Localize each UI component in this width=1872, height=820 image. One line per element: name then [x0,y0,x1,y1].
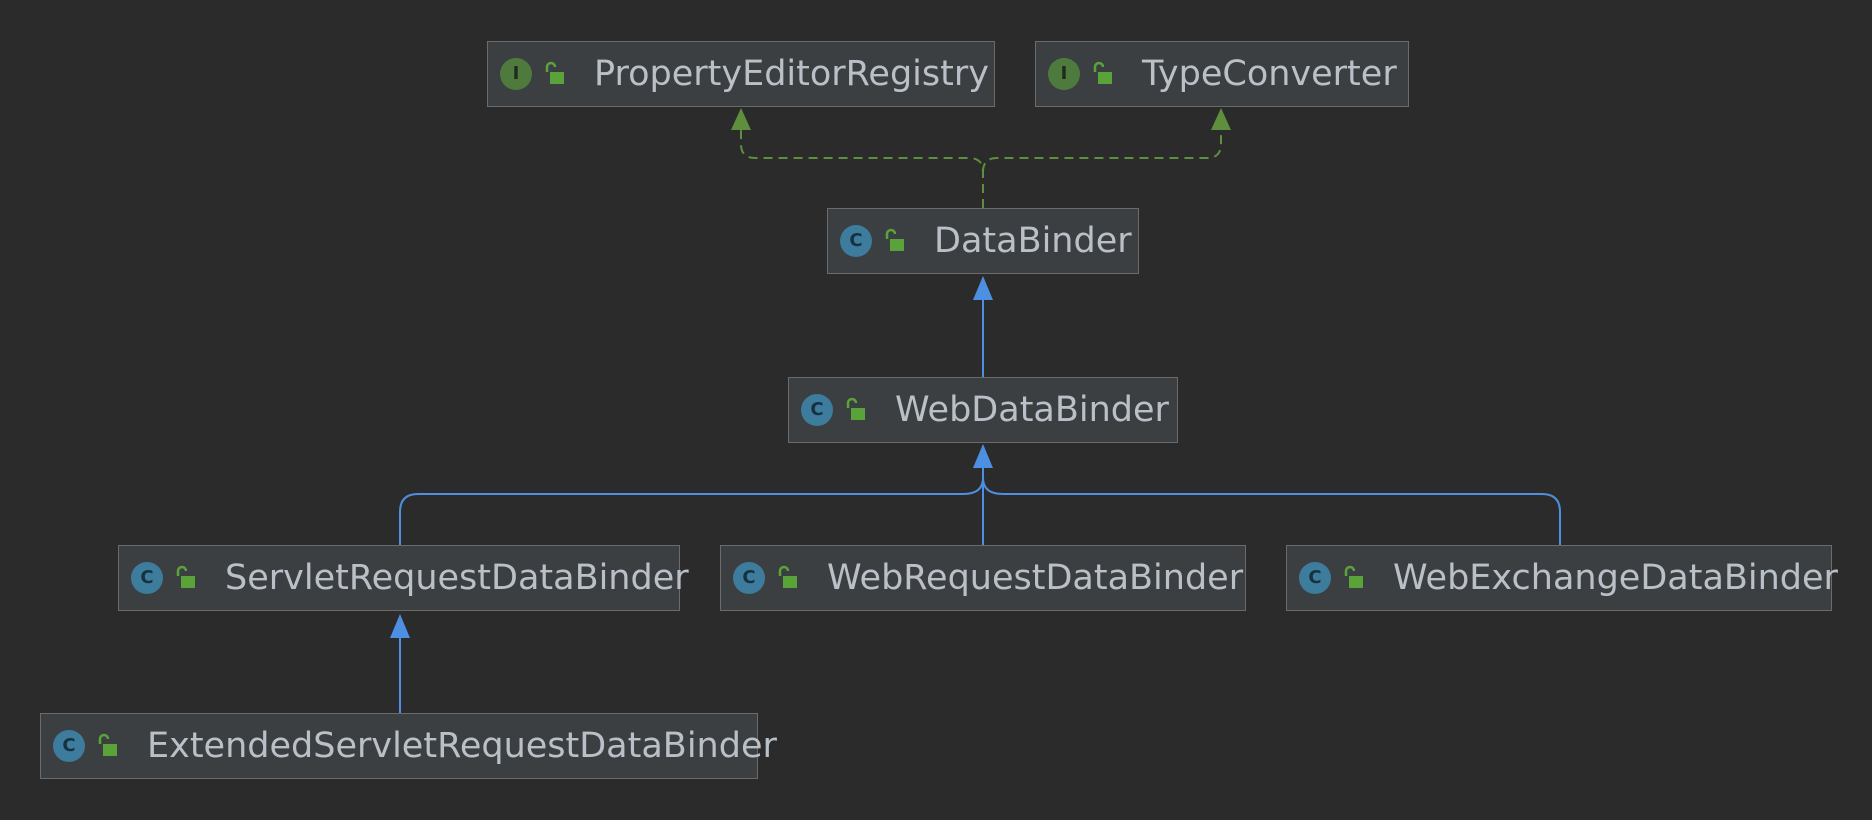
node-label: TypeConverter [1142,53,1397,94]
unlocked-lock-icon [176,565,195,588]
edge-webexchangedatabinder-extends-webdatabinder [982,477,1561,545]
node-property-editor-registry[interactable]: I PropertyEditorRegistry [487,41,995,107]
node-web-data-binder[interactable]: C WebDataBinder [788,377,1178,443]
edge-databinder-implements-typeconverter [982,122,1222,173]
node-label: PropertyEditorRegistry [594,53,989,94]
class-icon: C [840,225,872,257]
edge-databinder-implements-propertyeditorregistry [740,122,984,208]
arrowhead-typeconverter [1211,108,1231,130]
node-label: WebRequestDataBinder [827,557,1244,598]
class-icon: C [1299,562,1331,594]
node-type-converter[interactable]: I TypeConverter [1035,41,1409,107]
class-icon: C [131,562,163,594]
unlocked-lock-icon [1093,61,1112,84]
node-label: WebExchangeDataBinder [1393,557,1838,598]
node-label: WebDataBinder [895,389,1169,430]
unlocked-lock-icon [778,565,797,588]
node-data-binder[interactable]: C DataBinder [827,208,1139,274]
node-web-exchange-data-binder[interactable]: C WebExchangeDataBinder [1286,545,1838,611]
node-label: DataBinder [934,220,1132,261]
class-icon: C [801,394,833,426]
arrowhead-databinder [973,276,993,300]
node-label: ExtendedServletRequestDataBinder [147,725,777,766]
interface-icon: I [500,58,532,90]
unlocked-lock-icon [545,61,564,84]
edge-servletrequestdatabinder-extends-webdatabinder [399,464,984,545]
arrowhead-servletrequestdatabinder [390,614,410,638]
unlocked-lock-icon [1344,565,1363,588]
class-icon: C [53,730,85,762]
interface-icon: I [1048,58,1080,90]
unlocked-lock-icon [98,733,117,756]
unlocked-lock-icon [885,228,904,251]
node-servlet-request-data-binder[interactable]: C ServletRequestDataBinder [118,545,689,611]
node-label: ServletRequestDataBinder [225,557,689,598]
unlocked-lock-icon [846,397,865,420]
arrowhead-propertyeditorregistry [731,108,751,130]
arrowhead-webdatabinder [973,444,993,468]
node-web-request-data-binder[interactable]: C WebRequestDataBinder [720,545,1246,611]
class-icon: C [733,562,765,594]
node-extended-servlet-request-data-binder[interactable]: C ExtendedServletRequestDataBinder [40,713,777,779]
